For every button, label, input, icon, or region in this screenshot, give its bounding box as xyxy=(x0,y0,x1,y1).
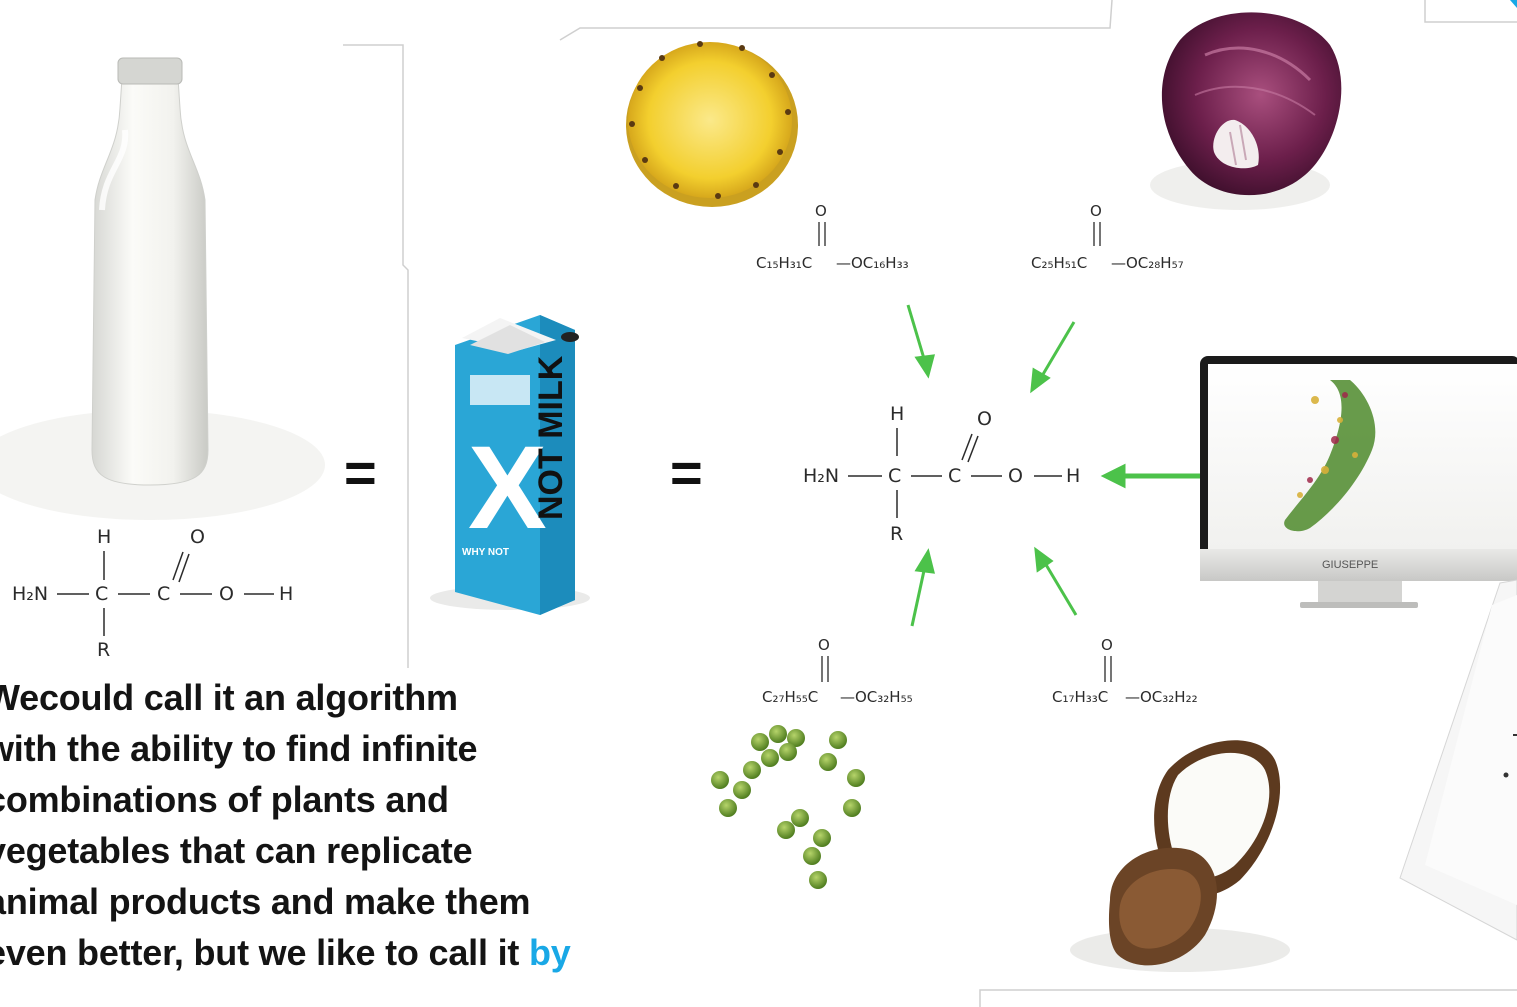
ester-1-right: —OC₁₆H₃₃ xyxy=(836,254,909,272)
arrow-from-ester-1 xyxy=(906,304,936,379)
center-formula-o2: O xyxy=(1008,465,1023,487)
ester-2-left: C₂₅H₅₁C xyxy=(1031,254,1087,272)
left-formula-c2: C xyxy=(157,583,170,605)
description-line-6: even better, but we like to call it by xyxy=(0,927,706,978)
paper-card-image xyxy=(1399,579,1517,941)
ester-formula-3: O C₂₇H₅₅C —OC₃₂H₅₅ xyxy=(762,636,913,706)
equals-sign-1: = xyxy=(344,441,377,504)
algorithm-description: Wecould call it an algorithm with the ab… xyxy=(0,672,706,978)
arrow-from-ester-2 xyxy=(1030,321,1076,394)
monitor-image: GIUSEPPE xyxy=(1200,356,1517,608)
radicchio-image xyxy=(1150,12,1342,210)
carton-small-x: X xyxy=(545,367,553,381)
ester-formula-2: O C₂₅H₅₁C —OC₂₈H₅₇ xyxy=(1031,202,1184,272)
ester-4-o: O xyxy=(1101,636,1113,654)
monitor-label: GIUSEPPE xyxy=(1322,559,1378,571)
milk-bottle-image xyxy=(0,57,325,520)
carton-brand: NOT MILK xyxy=(532,355,570,520)
ester-3-right: —OC₃₂H₅₅ xyxy=(840,688,913,706)
coconut-image xyxy=(1070,740,1290,972)
equals-sign-2: = xyxy=(670,441,703,504)
center-formula-h2n: H₂N xyxy=(803,465,839,487)
description-accent-word[interactable]: by xyxy=(528,932,571,973)
left-formula-h2n: H₂N xyxy=(12,583,48,605)
description-line-2: with the ability to find infinite xyxy=(0,728,478,769)
ester-4-right: —OC₃₂H₂₂ xyxy=(1125,688,1198,706)
ester-3-left: C₂₇H₅₅C xyxy=(762,688,818,706)
arrow-from-ester-4 xyxy=(1034,546,1078,616)
ester-formula-1: O C₁₅H₃₁C —OC₁₆H₃₃ xyxy=(756,202,909,272)
arrow-from-monitor xyxy=(1100,463,1200,489)
ester-4-left: C₁₇H₃₃C xyxy=(1052,688,1108,706)
description-line-1: Wecould call it an algorithm xyxy=(0,677,458,718)
center-formula-h: H xyxy=(890,403,904,425)
description-line-6-text: even better, but we like to call it xyxy=(0,932,529,973)
green-arrows xyxy=(906,304,1200,627)
ester-1-left: C₁₅H₃₁C xyxy=(756,254,812,272)
description-line-4: vegetables that can replicate xyxy=(0,830,473,871)
carton-x-mark: X xyxy=(468,422,547,554)
center-amino-formula: H O H₂N C C O H R xyxy=(803,403,1080,545)
left-formula-h-end: H xyxy=(279,583,293,605)
center-formula-h-end: H xyxy=(1066,465,1080,487)
left-formula-c1: C xyxy=(95,583,108,605)
description-line-5: animal products and make them xyxy=(0,881,531,922)
pineapple-slice-image xyxy=(626,41,798,207)
center-formula-c1: C xyxy=(888,465,901,487)
left-formula-h: H xyxy=(97,526,111,548)
carton-sub: WHY NOT xyxy=(462,547,509,558)
peas-image xyxy=(711,725,865,889)
ester-2-right: —OC₂₈H₅₇ xyxy=(1111,254,1184,272)
center-formula-o: O xyxy=(977,408,992,430)
center-formula-c2: C xyxy=(948,465,961,487)
left-formula-o: O xyxy=(190,526,205,548)
description-line-3: combinations of plants and xyxy=(0,779,449,820)
panel-outlines xyxy=(343,0,1517,1007)
center-formula-r: R xyxy=(890,523,903,545)
arrow-from-ester-3 xyxy=(910,548,935,627)
left-amino-formula: H O H₂N C C O H R xyxy=(12,526,293,661)
left-formula-o2: O xyxy=(219,583,234,605)
ester-formula-4: O C₁₇H₃₃C —OC₃₂H₂₂ xyxy=(1052,636,1198,706)
notmilk-carton-image: X NOT MILK WHY NOT X xyxy=(430,315,590,615)
left-formula-r: R xyxy=(97,639,110,661)
ester-3-o: O xyxy=(818,636,830,654)
ester-1-o: O xyxy=(815,202,827,220)
corner-accent xyxy=(1510,0,1517,8)
ester-2-o: O xyxy=(1090,202,1102,220)
